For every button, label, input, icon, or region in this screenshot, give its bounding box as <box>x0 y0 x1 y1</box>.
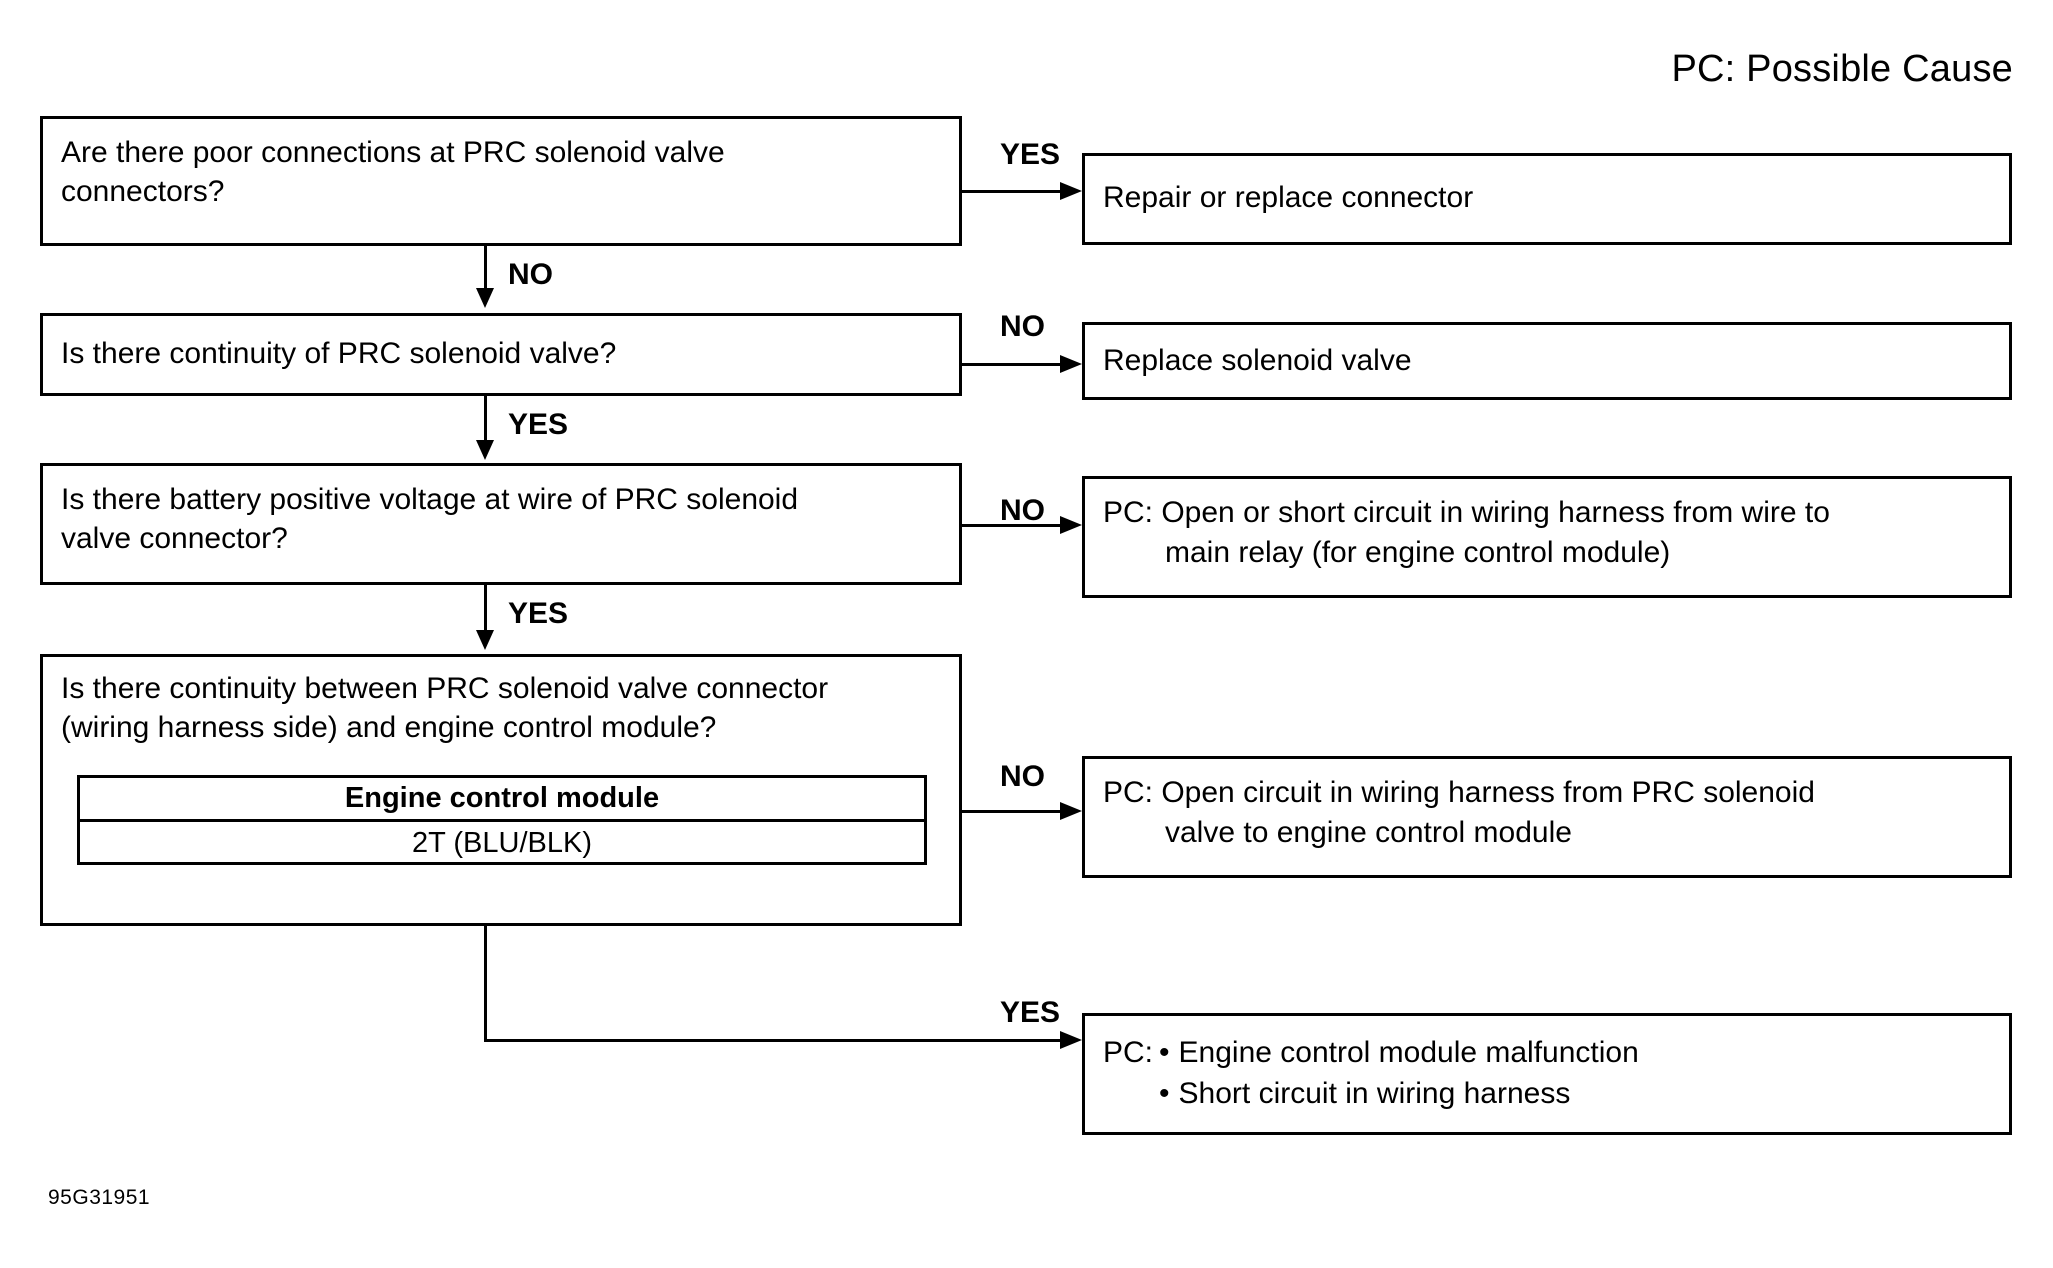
outcome-3-line-1: PC: Open or short circuit in wiring harn… <box>1103 496 1830 529</box>
arrow-q2-yes <box>476 440 494 460</box>
bullet-icon: • <box>1159 1077 1170 1111</box>
connector-q4-yes-vertical <box>484 926 487 1042</box>
outcome-3-text: PC: Open or short circuit in wiring harn… <box>1103 493 1995 572</box>
question-1-text: Are there poor connections at PRC soleno… <box>61 136 725 208</box>
outcome-2-text: Replace solenoid valve <box>1103 344 1412 377</box>
outcome-box-5: PC: •Engine control module malfunction •… <box>1082 1013 2012 1135</box>
connector-q3-yes <box>484 585 487 637</box>
outcome-1-text: Repair or replace connector <box>1103 181 1474 214</box>
connector-q1-yes <box>962 190 1062 193</box>
connector-q4-yes-horizontal <box>484 1039 1062 1042</box>
outcome-4-line-2: valve to engine control module <box>1165 815 1572 849</box>
outcome-box-1: Repair or replace connector <box>1082 153 2012 245</box>
edge-label-q2-yes: YES <box>508 408 569 441</box>
question-2-text: Is there continuity of PRC solenoid valv… <box>61 337 617 370</box>
arrow-q1-no <box>476 288 494 308</box>
edge-label-q4-yes: YES <box>1000 996 1061 1029</box>
engine-control-module-table: Engine control module 2T (BLU/BLK) <box>77 775 927 865</box>
connector-q2-no <box>962 363 1062 366</box>
list-item: •Engine control module malfunction <box>1159 1032 1639 1073</box>
edge-label-q3-no: NO <box>1000 494 1045 527</box>
arrow-q3-yes <box>476 630 494 650</box>
arrow-q3-no <box>1060 516 1082 534</box>
edge-label-q3-yes: YES <box>508 597 569 630</box>
outcome-3-line-2: main relay (for engine control module) <box>1165 535 1671 569</box>
arrow-q2-no <box>1060 355 1082 373</box>
question-box-2: Is there continuity of PRC solenoid valv… <box>40 313 962 396</box>
edge-label-q4-no: NO <box>1000 760 1045 793</box>
connector-q4-no <box>962 810 1062 813</box>
arrow-q1-yes <box>1060 182 1082 200</box>
outcome-4-line-1: PC: Open circuit in wiring harness from … <box>1103 776 1815 809</box>
outcome-4-text: PC: Open circuit in wiring harness from … <box>1103 773 1995 852</box>
question-box-4: Is there continuity between PRC solenoid… <box>40 654 962 926</box>
outcome-5-lead: PC: <box>1103 1036 1154 1069</box>
outcome-5-bullet-2: Short circuit in wiring harness <box>1178 1077 1571 1111</box>
ecm-table-value: 2T (BLU/BLK) <box>412 827 592 859</box>
figure-code: 95G31951 <box>48 1186 151 1209</box>
ecm-table-header: Engine control module <box>80 778 924 822</box>
edge-label-q1-no: NO <box>508 258 553 291</box>
outcome-5-text: PC: •Engine control module malfunction •… <box>1103 1032 1639 1115</box>
question-box-1: Are there poor connections at PRC soleno… <box>40 116 962 246</box>
outcome-box-3: PC: Open or short circuit in wiring harn… <box>1082 476 2012 598</box>
outcome-box-4: PC: Open circuit in wiring harness from … <box>1082 756 2012 878</box>
question-3-text: Is there battery positive voltage at wir… <box>61 483 799 555</box>
edge-label-q1-yes: YES <box>1000 138 1061 171</box>
question-4-text: Is there continuity between PRC solenoid… <box>61 672 829 744</box>
connector-q2-yes <box>484 396 487 448</box>
arrow-q4-no <box>1060 802 1082 820</box>
outcome-5-bullet-list: •Engine control module malfunction •Shor… <box>1159 1032 1639 1115</box>
arrow-q4-yes <box>1060 1031 1082 1049</box>
outcome-5-bullet-1: Engine control module malfunction <box>1178 1036 1639 1069</box>
page-title: PC: Possible Cause <box>1671 48 2013 90</box>
bullet-icon: • <box>1159 1036 1170 1069</box>
outcome-box-2: Replace solenoid valve <box>1082 322 2012 400</box>
question-box-3: Is there battery positive voltage at wir… <box>40 463 962 585</box>
edge-label-q2-no: NO <box>1000 310 1045 343</box>
connector-q3-no <box>962 524 1062 527</box>
connector-q1-no <box>484 246 487 296</box>
list-item: •Short circuit in wiring harness <box>1159 1073 1639 1114</box>
